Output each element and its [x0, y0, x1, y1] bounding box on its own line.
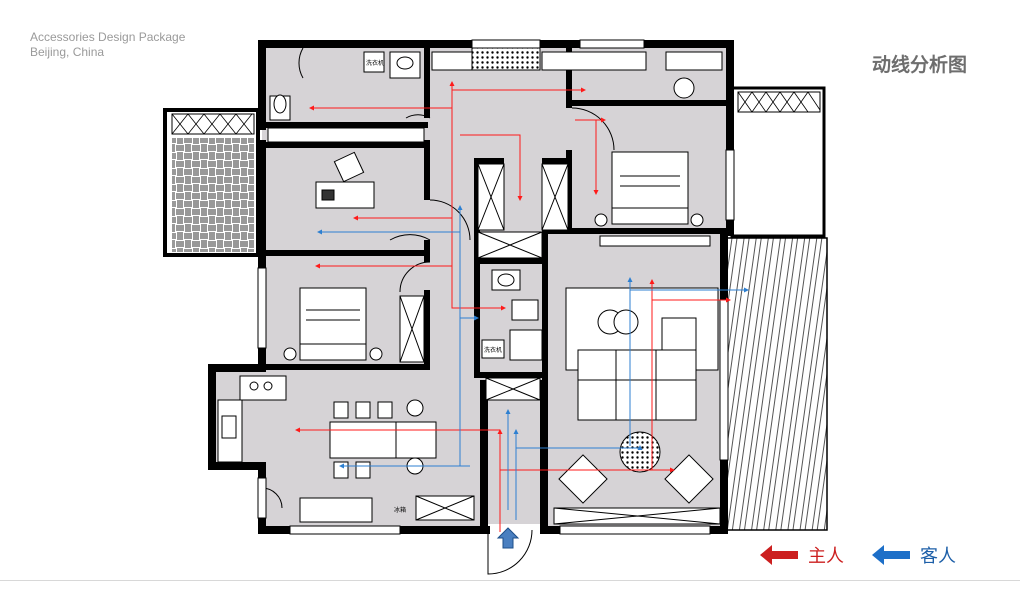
project-location: Beijing, China [30, 45, 105, 59]
blue-arrow-icon [872, 545, 910, 565]
washer-label-mid: 洗衣机 [484, 346, 502, 354]
furniture [221, 51, 723, 504]
project-header: Accessories Design Package Beijing, Chin… [30, 30, 185, 60]
legend-guest-label: 客人 [920, 546, 956, 567]
legend-guest: 客人 [872, 542, 956, 568]
legend-host-label: 主人 [808, 546, 844, 567]
interior-walls [262, 48, 730, 380]
washer-label-top: 洗衣机 [366, 59, 384, 67]
project-name: Accessories Design Package [30, 30, 186, 44]
legend-host: 主人 [760, 542, 844, 568]
host-route [295, 81, 731, 532]
entrance-arrow [496, 527, 520, 549]
east-deck [726, 237, 828, 531]
page-title: 动线分析图 [872, 54, 968, 76]
guest-route [317, 205, 749, 520]
west-balcony [163, 108, 260, 257]
footer-divider [0, 580, 1020, 581]
red-arrow-icon [760, 545, 798, 565]
dotted-cabinet [471, 47, 541, 71]
fridge-label: 冰箱 [394, 506, 406, 514]
north-east-balcony [730, 86, 826, 238]
